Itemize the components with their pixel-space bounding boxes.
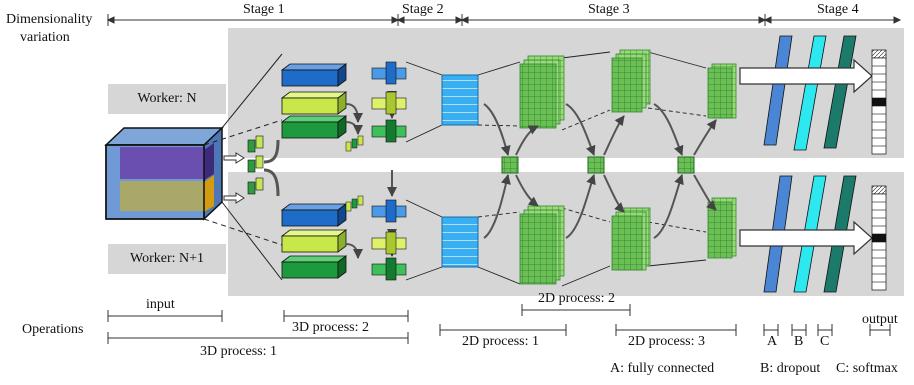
- merge-cubes: [501, 156, 695, 174]
- process-2d-2-label: 2D process: 2: [538, 291, 615, 306]
- stage1-boxes-bottom: [280, 203, 348, 279]
- process-2d-3-label: 2D process: 3: [628, 334, 705, 349]
- input-label: input: [146, 297, 175, 312]
- stage4-arrows: [739, 58, 873, 256]
- gap-strip: [228, 158, 904, 172]
- op-a-label: A: [767, 334, 778, 349]
- stage3-grids-bottom: [519, 197, 737, 285]
- stage1-cubes-bottom: [371, 199, 407, 281]
- stage2-block-top: [441, 74, 479, 126]
- stage-3-label: Stage 3: [588, 2, 630, 17]
- operations-label: Operations: [22, 322, 84, 337]
- input-slices: [247, 135, 264, 195]
- input-connectors: [203, 53, 283, 281]
- stage3-connectors: [477, 51, 707, 287]
- dimensionality-label-line2: variation: [20, 30, 70, 45]
- stage-4-label: Stage 4: [817, 2, 859, 17]
- stage-2-label: Stage 2: [402, 2, 444, 17]
- stage2-block-bottom: [441, 216, 479, 268]
- process-2d-1-label: 2D process: 1: [462, 334, 539, 349]
- op-b-label: B: [794, 334, 804, 349]
- input-cube: [104, 126, 224, 221]
- stage3-grids-top: [519, 49, 737, 129]
- stage1-mid-slices: [345, 135, 364, 212]
- worker-n-plus-1-label: Worker: N+1: [108, 244, 226, 274]
- process-3d-1-label: 3D process: 1: [200, 344, 277, 359]
- output-label: output: [862, 312, 898, 327]
- operation-brackets: [107, 304, 891, 344]
- branch-arrows: [263, 139, 280, 197]
- op-c-label: C: [820, 334, 830, 349]
- stage2-connectors: [405, 61, 443, 281]
- dimensionality-label-line1: Dimensionality: [6, 12, 93, 27]
- stage-axis: [106, 14, 902, 26]
- worker-n-label: Worker: N: [108, 84, 226, 114]
- process-3d-2-label: 3D process: 2: [292, 320, 369, 335]
- output-columns: [871, 49, 887, 291]
- legend-b: B: dropout: [760, 361, 821, 376]
- legend-c: C: softmax: [836, 361, 898, 376]
- stage1-cubes-top: [371, 61, 407, 143]
- stage3-arrows: [483, 103, 717, 239]
- legend-a: A: fully connected: [610, 361, 715, 376]
- stage-1-label: Stage 1: [243, 2, 285, 17]
- input-arrows: [223, 152, 245, 204]
- stage1-boxes-top: [280, 63, 348, 139]
